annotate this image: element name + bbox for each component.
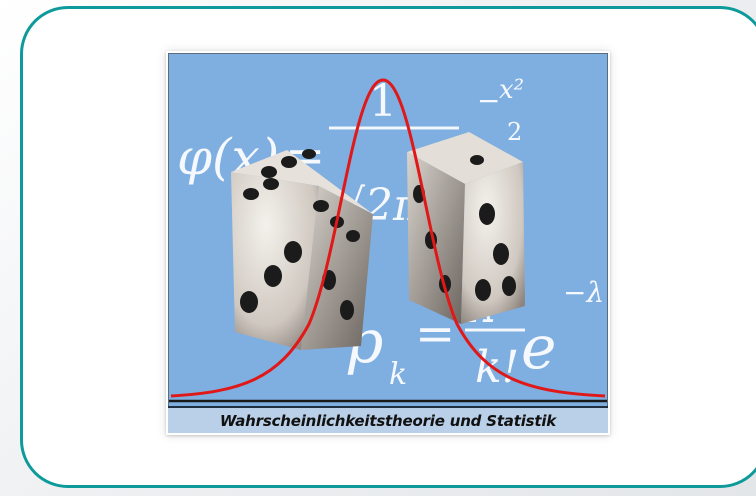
dice-icon-2 (407, 132, 525, 324)
picture-svg: φ(x) = 1 √2π e − x² 2 p k = λ k! e −λ k (169, 54, 607, 432)
probability-picture: φ(x) = 1 √2π e − x² 2 p k = λ k! e −λ k (168, 53, 608, 433)
formula-e-2: e (521, 313, 557, 383)
formula-one: 1 (369, 76, 397, 127)
formula-x-squared: x² (499, 75, 524, 105)
image-card: φ(x) = 1 √2π e − x² 2 p k = λ k! e −λ k (166, 51, 610, 435)
formula-minus-lambda: −λ (563, 276, 604, 309)
image-caption: Wahrscheinlichkeitstheorie und Statistik (168, 406, 608, 433)
normal-curve-icon (170, 78, 606, 398)
formula-two: 2 (507, 118, 522, 146)
formula-k-sub: k (389, 357, 407, 392)
formula-k-factorial: k! (475, 342, 519, 393)
formula-minus-1: − (477, 84, 500, 117)
dice-icon (231, 149, 373, 350)
